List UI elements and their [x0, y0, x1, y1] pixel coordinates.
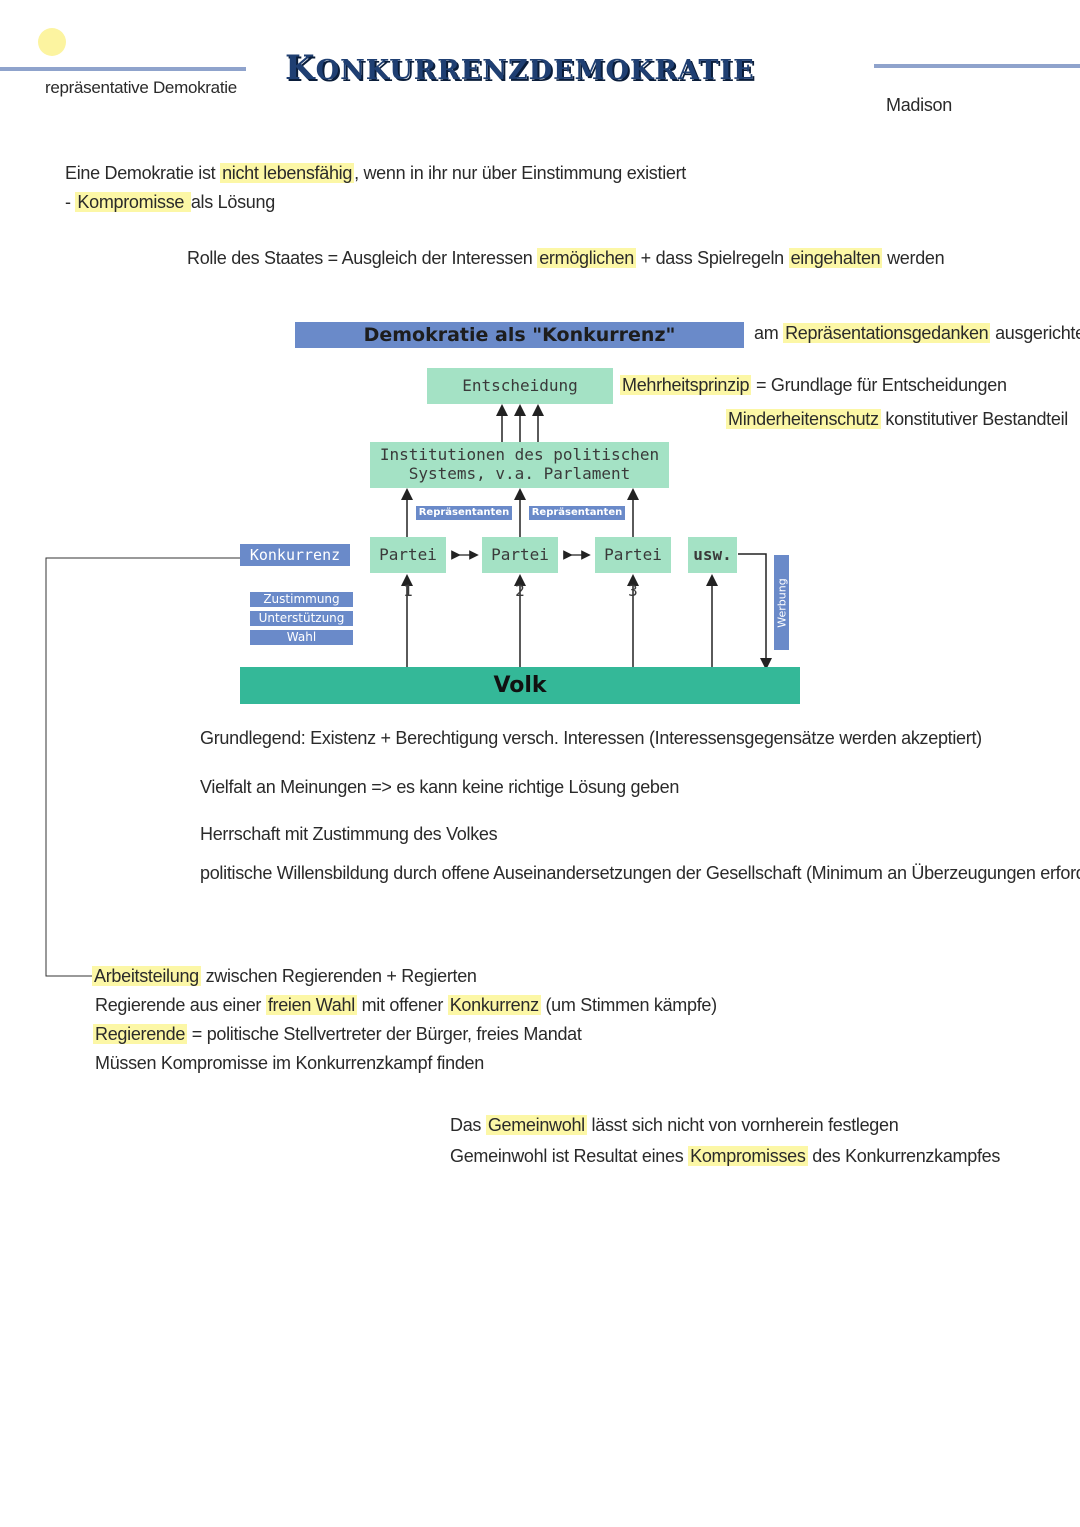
note-1: Grundlegend: Existenz + Berechtigung ver… — [200, 728, 982, 748]
text: Eine Demokratie ist — [65, 163, 221, 183]
page-subtitle: repräsentative Demokratie — [45, 78, 237, 97]
party-1-box: Partei 1 — [370, 537, 446, 600]
highlight: Kompromisse — [75, 192, 191, 212]
common-good-line-2: Gemeinwohl ist Resultat eines Kompromiss… — [450, 1146, 1000, 1167]
intro-line-3: Rolle des Staates = Ausgleich der Intere… — [187, 248, 945, 269]
note-minority: Minderheitenschutz konstitutiver Bestand… — [726, 409, 1068, 430]
page-title: KONKURRENZDEMOKRATIE — [285, 48, 755, 88]
division-line-1: Arbeitsteilung zwischen Regierenden + Re… — [92, 966, 477, 987]
highlight: Mehrheitsprinzip — [620, 375, 752, 395]
text: + dass Spielregeln — [635, 248, 789, 268]
institutions-box: Institutionen des politischen Systems, v… — [370, 442, 669, 488]
advertising-text: Werbung — [775, 577, 788, 628]
text: mit offener — [356, 995, 448, 1015]
party-3-box: Partei 3 — [595, 537, 671, 600]
header-rule-left — [0, 67, 246, 71]
vote-label: Wahl — [250, 630, 353, 645]
author-name: Madison — [886, 95, 952, 115]
text: Rolle des Staates = Ausgleich der Intere… — [187, 248, 538, 268]
highlight: Regierende — [93, 1024, 188, 1044]
note-majority: Mehrheitsprinzip = Grundlage für Entsche… — [620, 375, 1007, 396]
intro-line-2: - Kompromisse als Lösung — [65, 192, 275, 213]
representatives-label-2: Repräsentanten — [529, 506, 625, 520]
common-good-line-1: Das Gemeinwohl lässt sich nicht von vorn… — [450, 1115, 899, 1136]
intro-line-1: Eine Demokratie ist nicht lebensfähig, w… — [65, 163, 686, 184]
note-3: Herrschaft mit Zustimmung des Volkes — [200, 824, 498, 844]
people-bar: Volk — [240, 667, 800, 704]
title-rest: ONKURRENZDEMOKRATIE — [315, 55, 755, 86]
diagram-header: Demokratie als "Konkurrenz" — [295, 322, 744, 348]
approval-label: Zustimmung — [250, 592, 353, 607]
text: - — [65, 192, 76, 212]
advertising-label: Werbung — [774, 555, 789, 650]
text: lässt sich nicht von vornherein festlege… — [586, 1115, 899, 1135]
support-label: Unterstützung — [250, 611, 353, 626]
text: ausgerichtet — [990, 323, 1080, 343]
bracket-line — [45, 557, 240, 977]
text: Das — [450, 1115, 486, 1135]
text: Regierende aus einer — [95, 995, 266, 1015]
highlight: Konkurrenz — [447, 995, 541, 1015]
yellow-dot-marker — [38, 28, 66, 56]
highlight: eingehalten — [788, 248, 883, 268]
highlight: freien Wahl — [265, 995, 357, 1015]
highlight: nicht lebensfähig — [220, 163, 355, 183]
text: Gemeinwohl ist Resultat eines — [450, 1146, 689, 1166]
header-rule-right — [874, 64, 1080, 68]
text: zwischen Regierenden + Regierten — [200, 966, 477, 986]
division-line-2: Regierende aus einer freien Wahl mit off… — [95, 995, 717, 1016]
text: werden — [882, 248, 945, 268]
text: (um Stimmen kämpfe) — [540, 995, 717, 1015]
party-2-box: Partei 2 — [482, 537, 558, 600]
note-4: politische Willensbildung durch offene A… — [200, 863, 1080, 883]
etc-box: usw. — [688, 537, 737, 573]
highlight: ermöglichen — [537, 248, 636, 268]
institutions-line-2: Systems, v.a. Parlament — [408, 464, 631, 483]
highlight: Repräsentationsgedanken — [783, 323, 991, 343]
highlight: Minderheitenschutz — [726, 409, 881, 429]
decision-box: Entscheidung — [427, 368, 613, 404]
text: als Lösung — [190, 192, 275, 212]
text: am — [754, 323, 784, 343]
highlight: Gemeinwohl — [485, 1115, 587, 1135]
competition-label: Konkurrenz — [240, 544, 350, 566]
division-line-4: Müssen Kompromisse im Konkurrenzkampf fi… — [95, 1053, 484, 1073]
text: des Konkurrenzkampfes — [807, 1146, 1001, 1166]
text: = politische Stellvertreter der Bürger, … — [187, 1024, 582, 1044]
institutions-line-1: Institutionen des politischen — [379, 445, 660, 464]
note-2: Vielfalt an Meinungen => es kann keine r… — [200, 777, 680, 797]
text: konstitutiver Bestandteil — [880, 409, 1068, 429]
division-line-3: Regierende = politische Stellvertreter d… — [93, 1024, 582, 1045]
title-initial: K — [285, 48, 316, 88]
highlight: Arbeitsteilung — [92, 966, 201, 986]
text: = Grundlage für Entscheidungen — [751, 375, 1007, 395]
advertising-arrow — [738, 553, 772, 670]
highlight: Kompromisses — [688, 1146, 808, 1166]
note-representation: am Repräsentationsgedanken ausgerichtet — [754, 323, 1080, 344]
representatives-label-1: Repräsentanten — [416, 506, 512, 520]
text: , wenn in ihr nur über Einstimmung exist… — [354, 163, 687, 183]
